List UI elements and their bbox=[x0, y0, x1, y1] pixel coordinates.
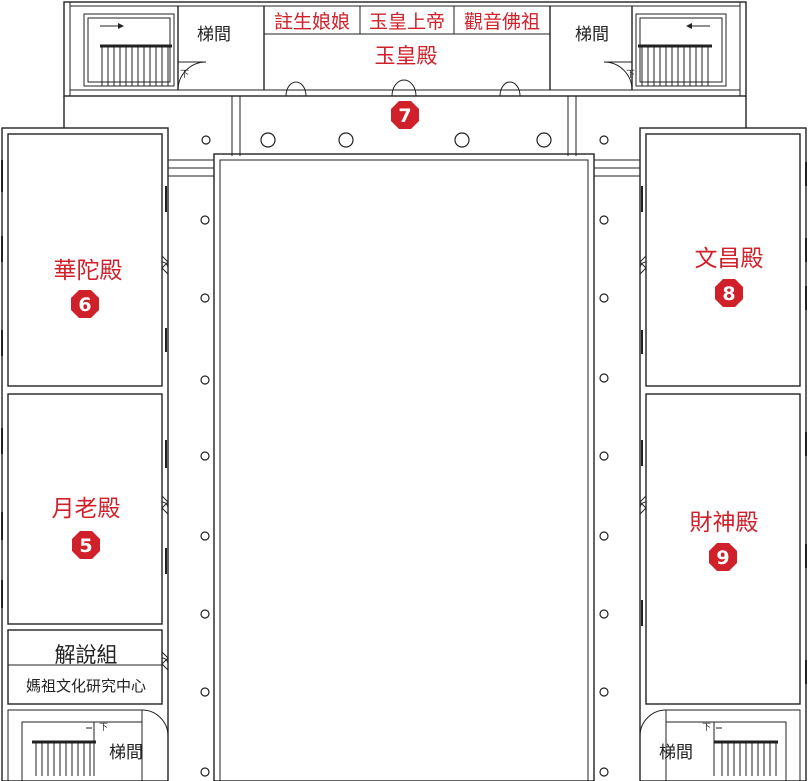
hall-9-name: 財神殿 bbox=[690, 510, 759, 536]
central-courtyard bbox=[213, 153, 595, 781]
hall-8-badge: 8 bbox=[715, 279, 743, 307]
hall-6-badge: 6 bbox=[71, 290, 99, 318]
shrine-label-yuhuang: 玉皇上帝 bbox=[369, 11, 445, 33]
left-wing bbox=[1, 127, 214, 781]
research-center-label: 媽祖文化研究中心 bbox=[26, 677, 146, 695]
right-column-row bbox=[599, 215, 609, 777]
stair-bottom-left bbox=[7, 709, 169, 781]
right-wing bbox=[594, 127, 807, 781]
stair-bottom-right-label: 梯間 bbox=[659, 743, 693, 763]
down-mark-top-right: 下 bbox=[626, 70, 635, 80]
left-column-row bbox=[200, 215, 210, 777]
hall-5-badge: 5 bbox=[72, 531, 100, 559]
hall-5-number: 5 bbox=[79, 535, 92, 557]
stair-top-right-label: 梯間 bbox=[575, 25, 609, 45]
hall-7-doors bbox=[285, 79, 521, 97]
hall-7-name: 玉皇殿 bbox=[375, 44, 438, 68]
down-mark-bottom-right: 下 bbox=[702, 723, 711, 733]
top-wing bbox=[63, 1, 747, 97]
down-mark-bottom-left: 下 bbox=[99, 723, 108, 733]
shrine-label-guanyin: 觀音佛祖 bbox=[464, 11, 540, 33]
hall-7-number: 7 bbox=[398, 105, 411, 127]
stair-top-left-label: 梯間 bbox=[197, 25, 231, 45]
stair-bottom-right bbox=[639, 709, 801, 781]
hall-8-name: 文昌殿 bbox=[695, 246, 764, 272]
stair-top-right bbox=[603, 13, 727, 91]
guide-team-label: 解說組 bbox=[55, 643, 118, 667]
hall-6-number: 6 bbox=[78, 294, 91, 316]
front-corridor bbox=[63, 96, 747, 156]
shrine-label-zhusheng: 註生娘娘 bbox=[274, 11, 350, 33]
hall-5-name: 月老殿 bbox=[52, 496, 121, 522]
hall-8-number: 8 bbox=[722, 283, 735, 305]
hall-9-badge: 9 bbox=[709, 543, 737, 571]
stair-top-left bbox=[83, 13, 207, 91]
hall-7-badge: 7 bbox=[391, 101, 419, 129]
down-mark-top-left: 下 bbox=[180, 70, 189, 80]
hall-6-name: 華陀殿 bbox=[54, 258, 123, 284]
hall-9-number: 9 bbox=[716, 547, 729, 569]
stair-bottom-left-label: 梯間 bbox=[109, 743, 143, 763]
